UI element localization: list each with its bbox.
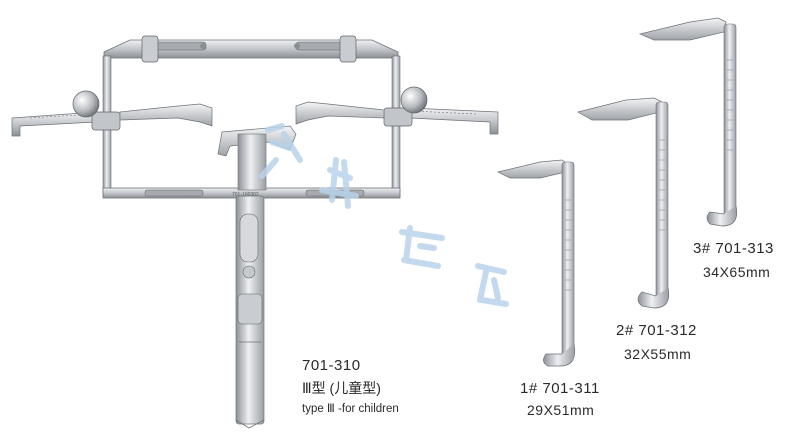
- blade-2-illustration: [577, 97, 670, 309]
- blade-3-illustration: [638, 17, 738, 227]
- watermark-logo: [259, 123, 509, 307]
- left-lateral-arm: [11, 90, 213, 137]
- blade-2-size: 32X55mm: [624, 346, 692, 362]
- frame-engraving: 701-100302: [232, 192, 259, 198]
- main-product-type-en: type Ⅲ -for children: [302, 403, 399, 415]
- blade-1-size: 29X51mm: [527, 402, 595, 418]
- blade-1-code: 1# 701-311: [520, 380, 600, 397]
- blade-3-code: 3# 701-313: [693, 240, 774, 257]
- blade-1-illustration: [496, 159, 576, 367]
- main-product-code: 701-310: [302, 357, 361, 374]
- main-product-type-cn: Ⅲ型 (儿童型): [302, 380, 381, 396]
- right-lateral-arm: [295, 86, 499, 135]
- blade-2-code: 2# 701-312: [616, 322, 697, 339]
- retractor-handle: [235, 195, 265, 429]
- blade-3-size: 34X65mm: [703, 264, 771, 280]
